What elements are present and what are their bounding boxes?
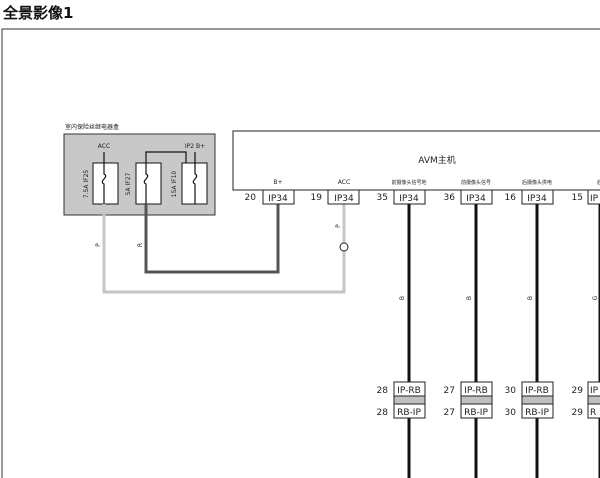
pin-signal: 后 xyxy=(597,179,600,186)
inline-box-lower xyxy=(521,403,554,419)
diagram-frame xyxy=(1,28,600,478)
fuse-2-symbol xyxy=(143,163,149,204)
pin-signal: 后摄像头供电 xyxy=(522,179,552,186)
pin-box xyxy=(262,189,295,205)
inline-pin-lower: 29 xyxy=(572,408,584,418)
inline-label-lower: RB-IP xyxy=(397,408,421,418)
inline-connector-1: 28 IP-RB 28 RB-IP xyxy=(377,381,426,419)
avm-pin-15: 后 15 IP xyxy=(572,179,600,205)
inline-pin-lower: 30 xyxy=(505,408,517,418)
fuse-1-body xyxy=(92,162,119,205)
wire-pin16-color: B xyxy=(527,296,534,300)
inline-label-upper: IP-RB xyxy=(464,386,488,396)
inline-label-lower: RB-IP xyxy=(525,408,549,418)
inline-mating xyxy=(393,395,426,405)
inline-mating xyxy=(521,395,554,405)
inline-pin-upper: 28 xyxy=(377,386,389,396)
fuse-box-title: 室内保险丝继电器盒 xyxy=(65,123,119,131)
avm-pin-20: B+ 20 IP34 xyxy=(245,179,295,205)
page-title: 全景影像1 xyxy=(3,4,74,22)
inline-connector-4: 29 IP 29 R xyxy=(572,381,600,419)
inline-box-lower xyxy=(587,403,600,419)
inline-box-upper xyxy=(587,381,600,397)
inline-label-upper: IP-RB xyxy=(397,386,421,396)
fuse-2-label: 5A IF27 xyxy=(125,172,132,195)
pin-number: 15 xyxy=(572,193,583,203)
pin-number: 35 xyxy=(377,193,388,203)
pin-connector: IP34 xyxy=(527,194,547,204)
pin-number: 19 xyxy=(311,193,323,203)
avm-pin-19: ACC 19 IP34 xyxy=(311,179,360,205)
wire-pin15-color: G xyxy=(592,295,599,300)
inline-connector-2: 27 IP-RB 27 RB-IP xyxy=(444,381,493,419)
splice-point xyxy=(339,242,349,252)
inline-pin-upper: 29 xyxy=(572,386,584,396)
inline-pin-upper: 27 xyxy=(444,386,455,396)
inline-label-upper: IP xyxy=(590,386,599,396)
fuse-2-body xyxy=(135,162,162,205)
fuse-2: 5A IF27 xyxy=(125,162,162,205)
inline-label-lower: RB-IP xyxy=(464,408,488,418)
wire-pin35-color: B xyxy=(399,296,406,300)
inline-box-lower xyxy=(460,403,493,419)
pin-signal: B+ xyxy=(273,179,282,186)
fuse-3-label: 15A IF10 xyxy=(171,171,178,198)
fuse-1-name: ACC xyxy=(98,143,110,150)
inline-label-upper: IP-RB xyxy=(525,386,549,396)
pin-connector: IP34 xyxy=(268,194,288,204)
avm-title: AVM主机 xyxy=(418,154,456,166)
inline-connector-3: 30 IP-RB 30 RB-IP xyxy=(505,381,554,419)
avm-pin-16: 后摄像头供电 16 IP34 xyxy=(505,179,554,205)
fuse-1-label: 7.5A IF25 xyxy=(83,170,90,199)
pin-box xyxy=(327,189,360,205)
inline-pin-upper: 30 xyxy=(505,386,517,396)
wire-acc-color: P xyxy=(335,224,342,228)
fuse-3: IP2 B+ 15A IF10 xyxy=(171,143,208,205)
wire-fuse2-to-pin20 xyxy=(144,204,280,274)
inline-pin-lower: 28 xyxy=(377,408,389,418)
wire-pin36-color: B xyxy=(466,296,473,300)
fuse-3-name: IP2 B+ xyxy=(185,143,205,150)
fuse-bus-bar xyxy=(145,151,187,163)
pin-signal: 前摄像头信号 xyxy=(461,179,491,186)
pin-signal: ACC xyxy=(338,179,350,186)
pin-connector: IP xyxy=(590,194,599,204)
wire-fuse1-color: P xyxy=(95,243,102,247)
pin-number: 36 xyxy=(444,193,456,203)
fuse-3-symbol xyxy=(192,152,198,204)
inline-box-lower xyxy=(393,403,426,419)
inline-label-lower: R xyxy=(590,408,596,418)
fuse-1-symbol xyxy=(101,152,107,204)
pin-connector: IP34 xyxy=(399,194,419,204)
pin-box xyxy=(587,189,600,205)
inline-mating xyxy=(460,395,493,405)
inline-mating xyxy=(587,395,600,405)
pin-connector: IP34 xyxy=(334,194,354,204)
pin-signal: 前摄像头信号地 xyxy=(391,179,426,186)
pin-connector: IP34 xyxy=(466,194,486,204)
wire-fuse2-color: R xyxy=(137,243,144,247)
pin-number: 20 xyxy=(245,193,257,203)
inline-pin-lower: 27 xyxy=(444,408,455,418)
avm-module xyxy=(232,130,600,191)
pin-number: 16 xyxy=(505,193,517,203)
